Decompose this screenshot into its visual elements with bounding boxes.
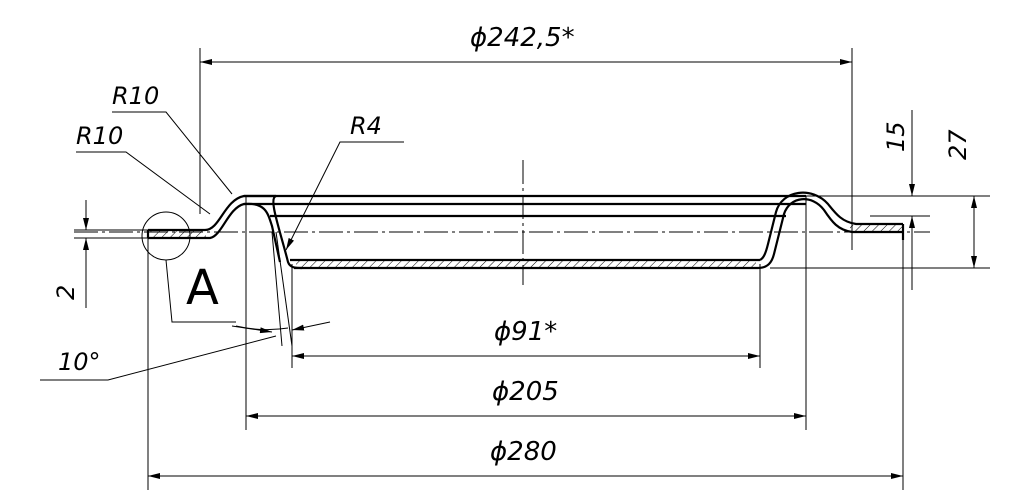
right-wall-outer: [757, 198, 903, 270]
dim-d91-label: ϕ91*: [494, 317, 557, 347]
part-profile: [146, 191, 905, 270]
dim-d280-label: ϕ280: [490, 437, 557, 467]
dim-15-label: 15: [882, 121, 910, 152]
dim-d205-label: ϕ205: [492, 377, 559, 407]
dim-r4-label: R4: [350, 112, 382, 140]
dim-r10-upper-label: R10: [112, 82, 159, 110]
left-flange: [148, 194, 276, 232]
dim-thickness-label: 2: [52, 285, 80, 300]
section-hatching: [150, 225, 902, 267]
dim-d242-label: ϕ242,5*: [470, 23, 575, 53]
right-wall-inner: [759, 191, 903, 261]
dim-r10-lower-label: R10: [76, 122, 123, 150]
dim-27-label: 27: [944, 129, 972, 160]
dim-angle-label: 10°: [58, 348, 101, 376]
dimension-labels: ϕ242,5* R10 R10 R4 15 27 2 10° ϕ91* ϕ205…: [52, 23, 972, 467]
dimension-lines: [40, 48, 990, 490]
centerlines: [74, 160, 930, 285]
detail-a-label: A: [186, 260, 219, 316]
